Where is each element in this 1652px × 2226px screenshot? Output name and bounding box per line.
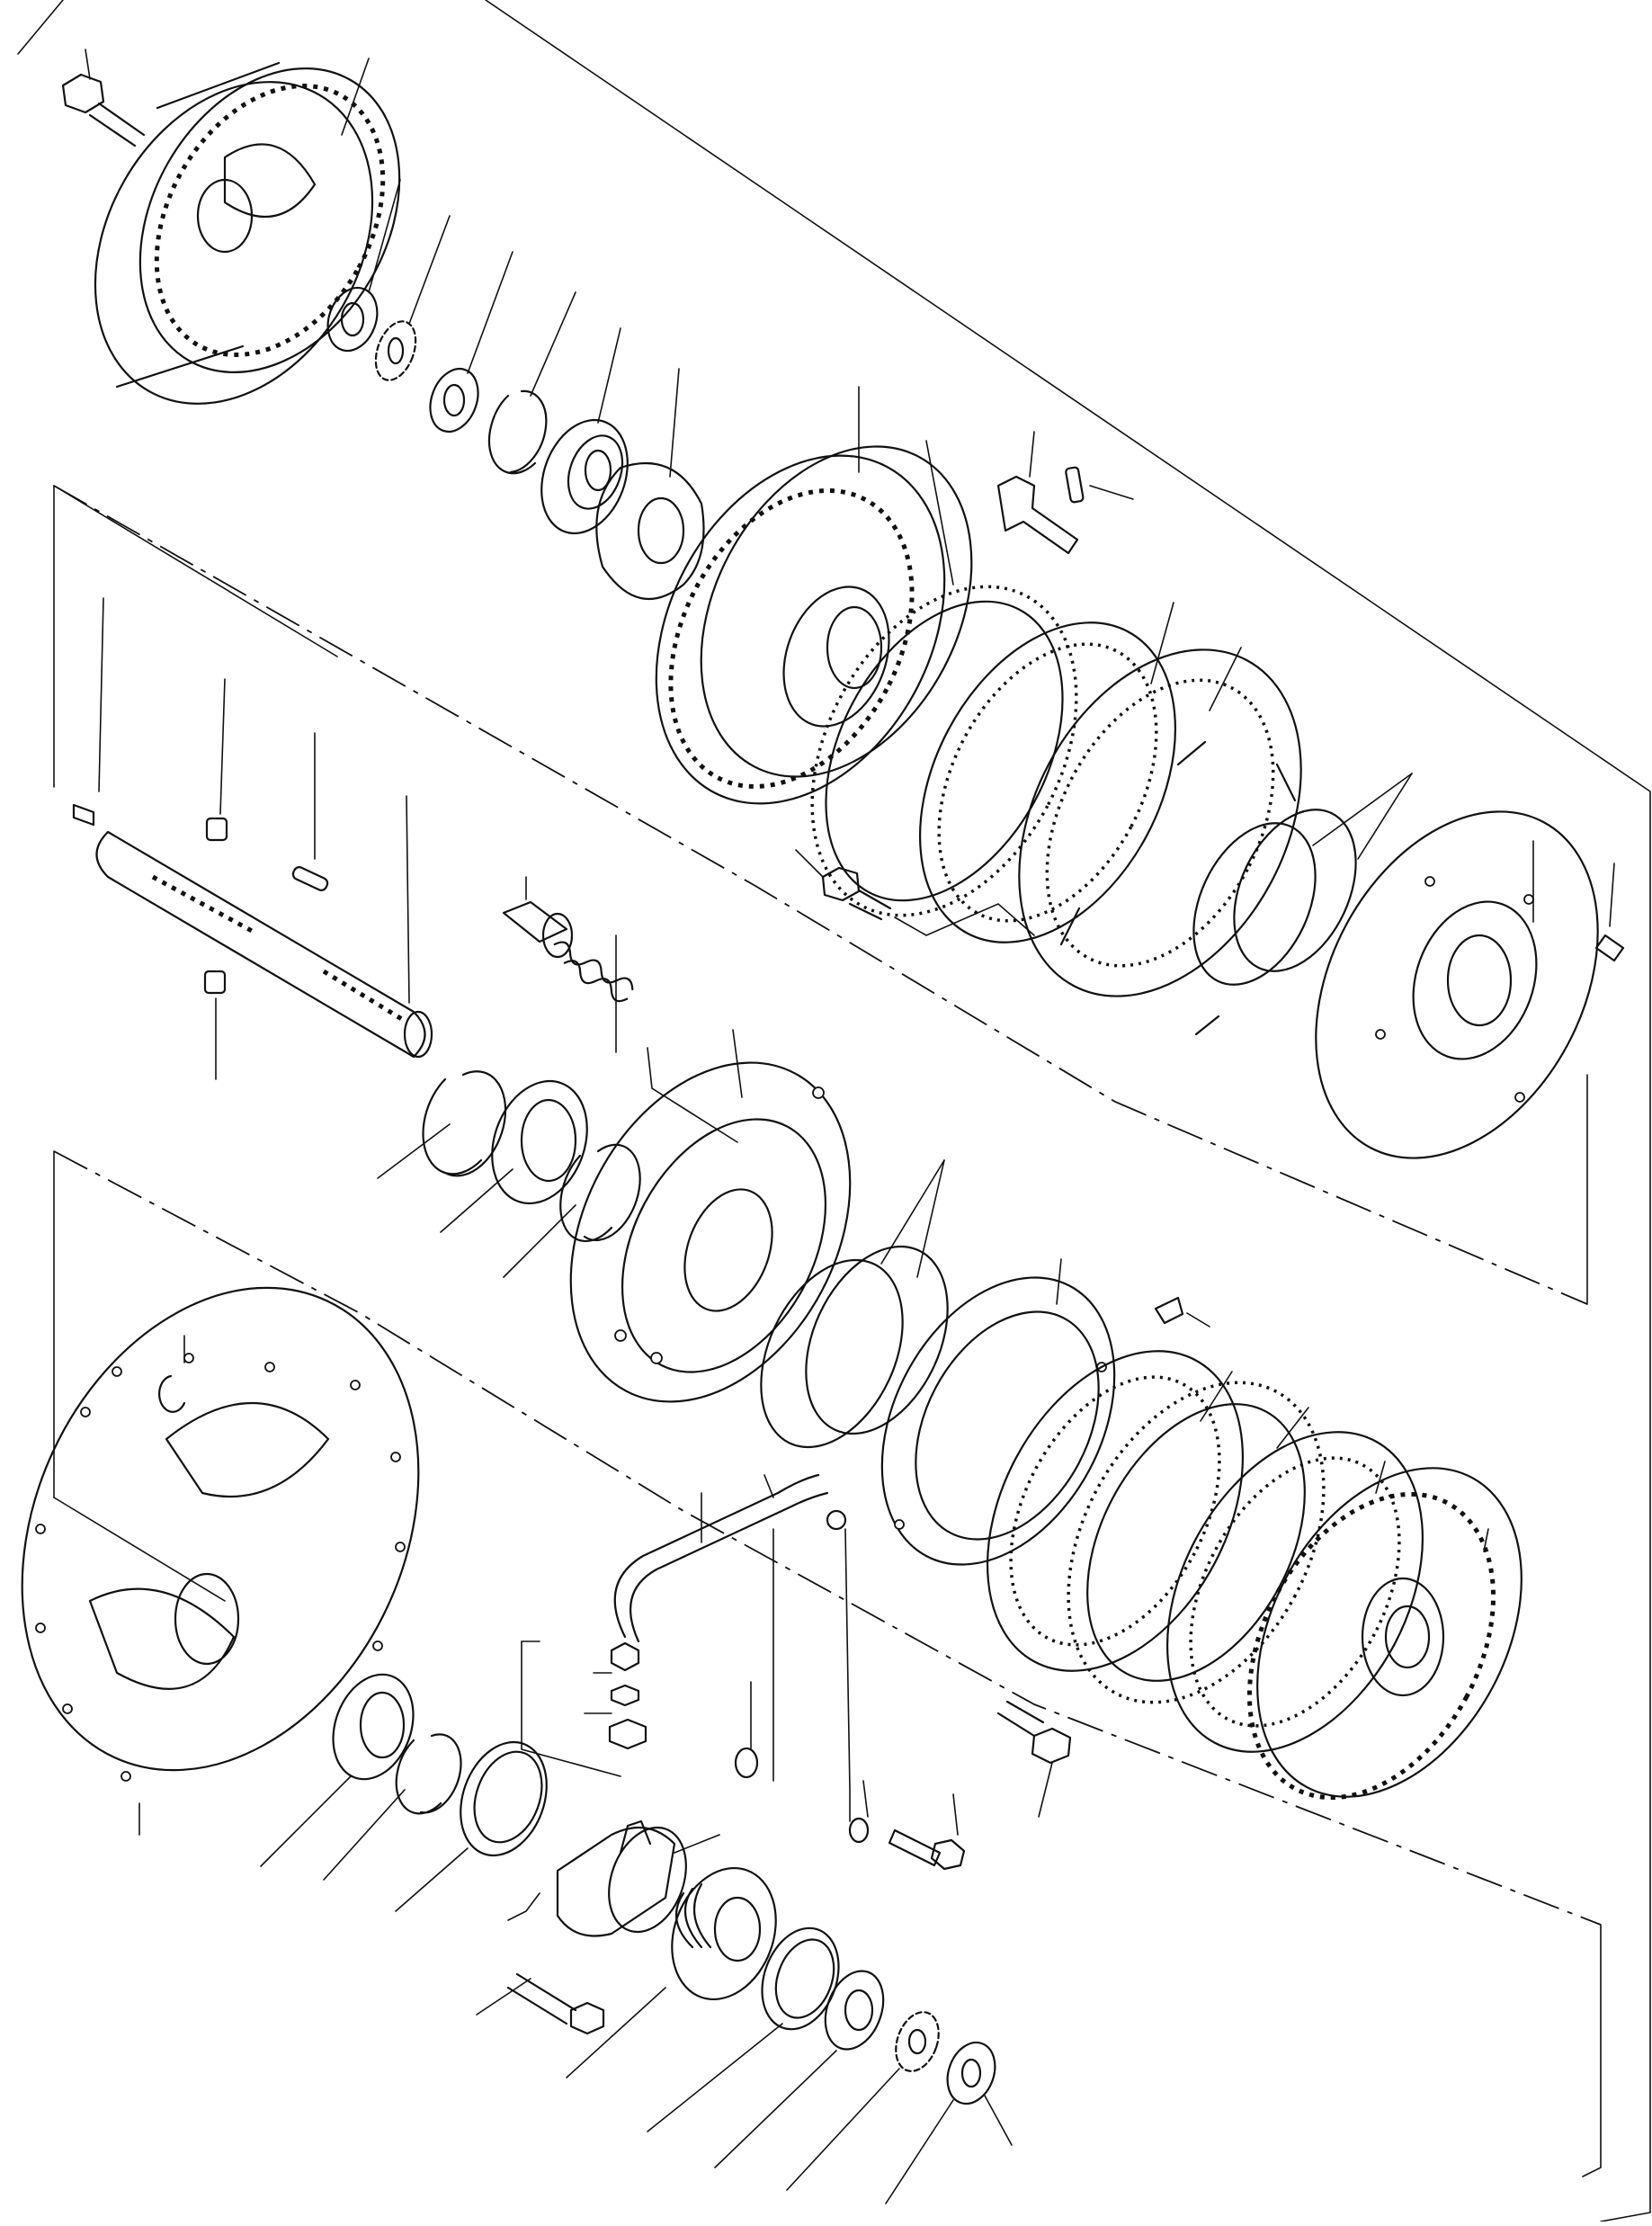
lock-washer-top [374, 215, 451, 381]
key-pin-2 [205, 678, 228, 842]
bearing-lower [260, 1673, 415, 1867]
lock-nut-top [326, 179, 401, 353]
seal-ring-pair-mid [760, 1159, 949, 1449]
oil-line-pipe [613, 1473, 847, 1643]
pipe-nut [610, 1641, 640, 1672]
stud-bolt-top [996, 431, 1079, 555]
cap-screw-lower [476, 1892, 605, 2035]
clip-mid [1154, 1296, 1210, 1328]
roll-pin-top [1065, 466, 1134, 504]
sleeve-spacer [502, 876, 574, 959]
coil-spring [553, 934, 738, 1143]
steel-plate-top-1 [918, 602, 1177, 943]
rear-carrier-plate [21, 1286, 420, 1836]
snap-ring-lower-left [158, 1335, 186, 1413]
main-shaft [95, 597, 433, 1059]
bearing-mid [440, 1079, 588, 1233]
tab-washer-lower [786, 2011, 940, 2191]
ring-gear-top [94, 58, 401, 405]
swivel-housing [556, 1819, 720, 1937]
woodruff-key [291, 732, 329, 891]
spring-pack-lower [566, 1866, 777, 2078]
hex-bolt-mid [795, 849, 1035, 936]
key-pin-3 [203, 970, 227, 1080]
dowel-pin-right [1594, 863, 1625, 962]
snap-ring-mid-2 [503, 1143, 641, 1278]
snap-ring-top [487, 291, 576, 475]
assembly-frame [17, 0, 1651, 2222]
hub-plate-low [1246, 1467, 1523, 1801]
piston-housing [569, 1029, 852, 1403]
retainer-plate-top [595, 368, 705, 601]
ball-bearing-top [540, 327, 629, 535]
cover-plate-top [1315, 810, 1599, 1159]
pipe-fitting [521, 1640, 647, 1777]
seal-washer-lower [395, 1740, 548, 1912]
piston-ring-pair-top [1192, 773, 1413, 986]
seal-ring-lower [647, 1927, 840, 2132]
hex-bolt-top [61, 49, 146, 148]
friction-disc-low-2 [1165, 1431, 1424, 1753]
clutch-drum [655, 386, 973, 805]
flange-bolt-low [996, 1700, 1072, 1818]
small-washer-lower [734, 1528, 774, 1782]
lower-frame [53, 1150, 1602, 2177]
friction-disc-top-1 [810, 440, 1078, 917]
thrust-plate-mid [880, 1258, 1116, 1566]
lock-nut-lower [885, 2041, 1013, 2204]
bearing-lower-2 [714, 1970, 885, 2168]
snap-ring-lower-1 [323, 1733, 462, 1881]
steel-plate-low-1 [1067, 1381, 1326, 1704]
middle-frame [53, 485, 1588, 1305]
friction-disc-low-1 [986, 1350, 1245, 1672]
washer-lower-right [848, 1780, 870, 1844]
bolt-lower-right [844, 1528, 966, 1871]
snap-ring-mid-1 [377, 1070, 507, 1179]
nut-top-2 [429, 251, 513, 433]
key-pin-1 [72, 803, 95, 827]
shaft-leader [406, 795, 410, 1004]
